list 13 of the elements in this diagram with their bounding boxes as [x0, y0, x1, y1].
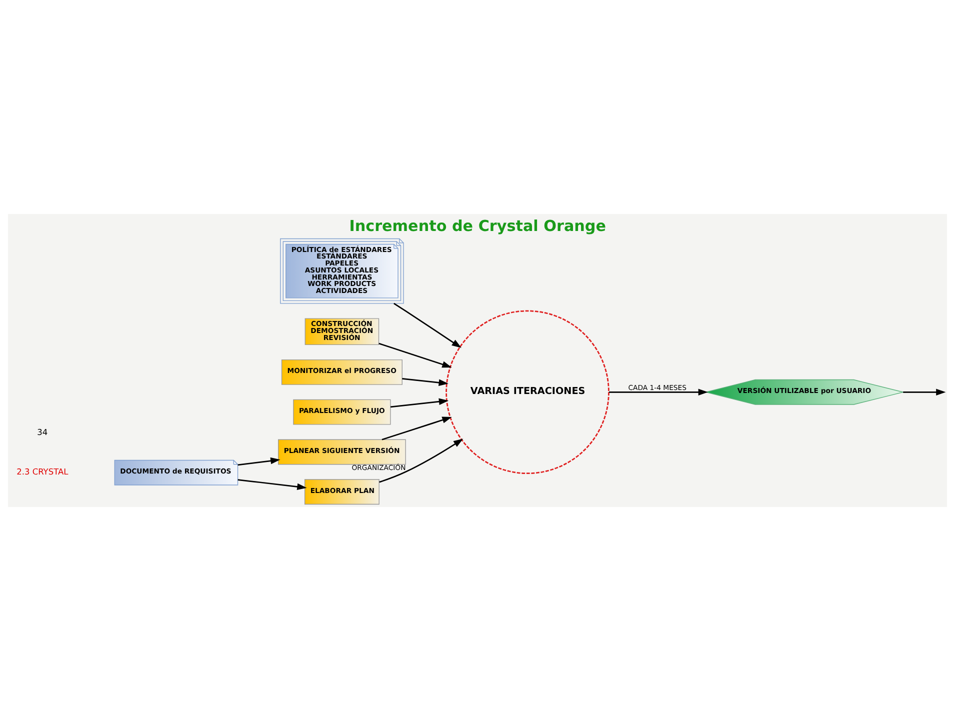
- arrow: [394, 302, 462, 348]
- arrow: [609, 388, 708, 396]
- arrow: [402, 377, 448, 386]
- arrow: [378, 342, 452, 368]
- arrow: [379, 438, 464, 482]
- label: 2.3 CRYSTAL: [16, 466, 68, 476]
- arrow: [390, 398, 449, 408]
- arrow: [238, 456, 280, 466]
- diagram-title: Incremento de Crystal Orange: [349, 216, 606, 234]
- arrow: [238, 478, 307, 490]
- node-circle: VARIAS ITERACIONES: [446, 310, 610, 474]
- arrow: [903, 388, 946, 396]
- label: 34: [37, 426, 48, 436]
